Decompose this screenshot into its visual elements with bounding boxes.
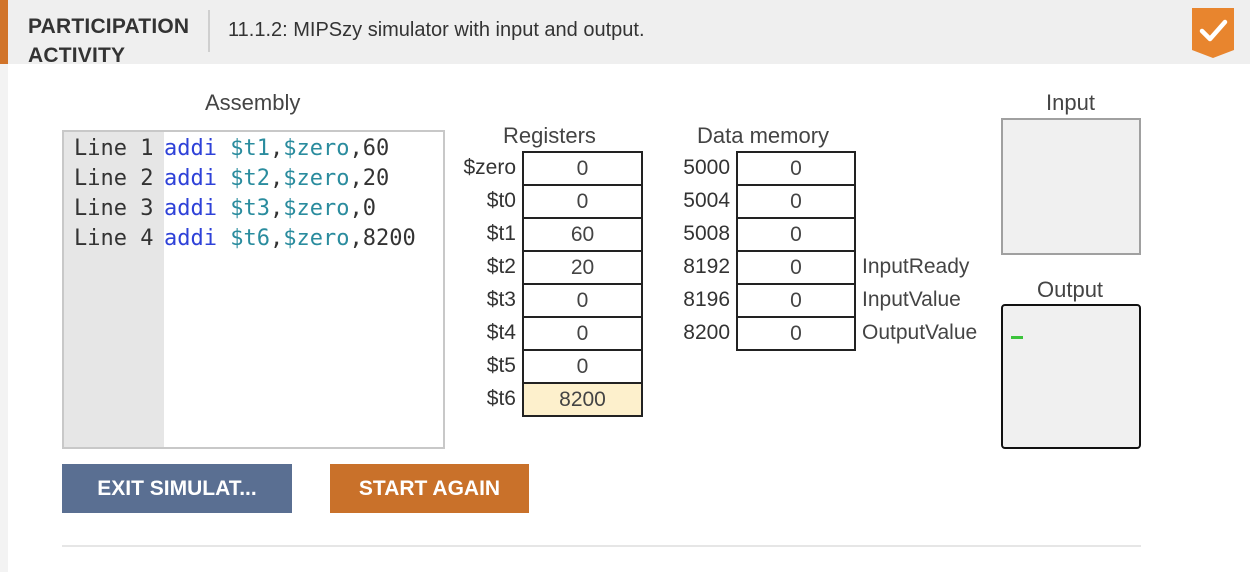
register-name: $t2 xyxy=(486,255,516,278)
register-name: $t1 xyxy=(486,222,516,245)
register-name: $t5 xyxy=(486,354,516,377)
memory-value-cell: 0 xyxy=(736,217,856,252)
exit-simulator-button[interactable]: EXIT SIMULAT... xyxy=(62,464,292,513)
register-value-cell: 0 xyxy=(522,151,643,186)
memory-address: 8192 xyxy=(683,255,730,278)
register-name: $zero xyxy=(463,156,516,179)
memory-value-cell: 0 xyxy=(736,250,856,285)
dest-register: $t2 xyxy=(230,166,270,191)
register-value-cell: 0 xyxy=(522,184,643,219)
register-value-cell: 8200 xyxy=(522,382,643,417)
memory-value-cell: 0 xyxy=(736,283,856,318)
memory-address: 5008 xyxy=(683,222,730,245)
memory-address: 5000 xyxy=(683,156,730,179)
memory-value-cell: 0 xyxy=(736,184,856,219)
memory-address: 8196 xyxy=(683,288,730,311)
immediate-value: 60 xyxy=(362,136,390,161)
memory-address: 8200 xyxy=(683,321,730,344)
line-number: Line 4 xyxy=(74,226,154,251)
opcode: addi xyxy=(164,166,217,191)
register-name: $t4 xyxy=(486,321,516,344)
source-register: $zero xyxy=(283,166,350,191)
output-cursor xyxy=(1011,336,1023,339)
memory-value-cell: 0 xyxy=(736,151,856,186)
assembly-label: Assembly xyxy=(205,90,301,115)
line-number: Line 2 xyxy=(74,166,154,191)
header-accent-bar xyxy=(0,0,8,64)
register-name: $t6 xyxy=(486,387,516,410)
immediate-value: 0 xyxy=(362,196,376,221)
checkmark-icon xyxy=(1192,8,1234,58)
register-value-cell: 20 xyxy=(522,250,643,285)
registers-label: Registers xyxy=(503,123,596,148)
memory-value-cell: 0 xyxy=(736,316,856,351)
data-memory-label: Data memory xyxy=(697,123,830,148)
section-divider xyxy=(62,545,1141,547)
opcode: addi xyxy=(164,226,217,251)
source-register: $zero xyxy=(283,226,350,251)
line-number: Line 3 xyxy=(74,196,154,221)
header-divider xyxy=(208,10,210,52)
dest-register: $t3 xyxy=(230,196,270,221)
input-field[interactable] xyxy=(1001,118,1141,255)
output-label: Output xyxy=(1037,277,1104,302)
output-console xyxy=(1001,304,1141,449)
activity-header: PARTICIPATION ACTIVITY 11.1.2: MIPSzy si… xyxy=(0,0,1250,67)
register-value-cell: 0 xyxy=(522,349,643,384)
opcode: addi xyxy=(164,196,217,221)
register-value-cell: 0 xyxy=(522,316,643,351)
dest-register: $t1 xyxy=(230,136,270,161)
line-number-gutter xyxy=(64,132,164,447)
memory-io-label: OutputValue xyxy=(862,321,978,344)
opcode: addi xyxy=(164,136,217,161)
register-value-cell: 0 xyxy=(522,283,643,318)
participation-activity-label: PARTICIPATION ACTIVITY xyxy=(28,15,190,67)
source-register: $zero xyxy=(283,136,350,161)
start-again-button[interactable]: START AGAIN xyxy=(330,464,529,513)
source-register: $zero xyxy=(283,196,350,221)
memory-address: 5004 xyxy=(683,189,730,212)
register-name: $t3 xyxy=(486,288,516,311)
register-name: $t0 xyxy=(486,189,516,212)
register-value-cell: 60 xyxy=(522,217,643,252)
activity-title: 11.1.2: MIPSzy simulator with input and … xyxy=(228,19,645,41)
dest-register: $t6 xyxy=(230,226,270,251)
immediate-value: 8200 xyxy=(362,226,416,251)
line-number: Line 1 xyxy=(74,136,154,161)
memory-io-label: InputValue xyxy=(862,288,961,311)
memory-io-label: InputReady xyxy=(862,255,970,278)
immediate-value: 20 xyxy=(362,166,390,191)
input-label: Input xyxy=(1046,90,1095,115)
